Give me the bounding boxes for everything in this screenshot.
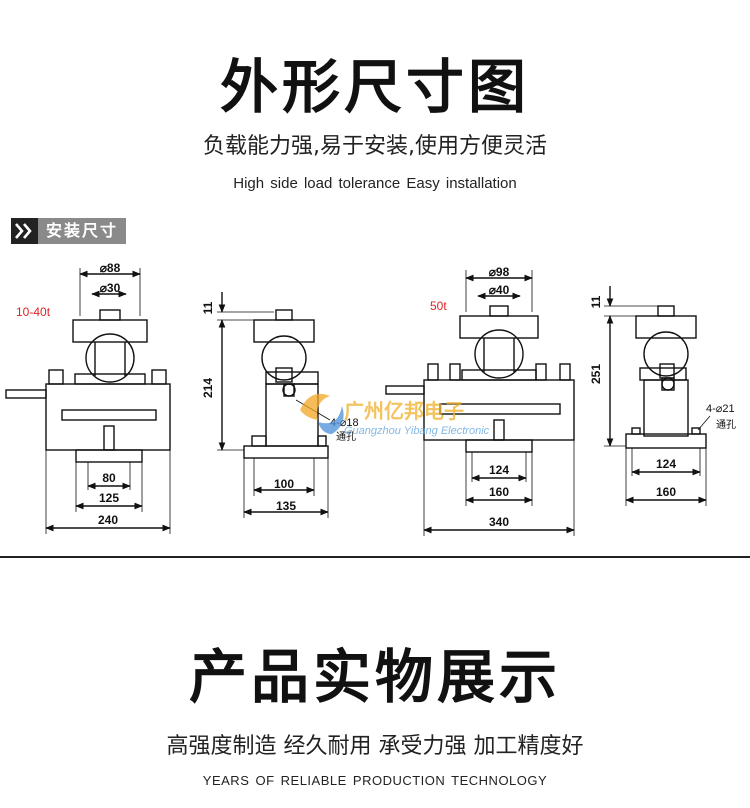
dim-right-w340: 340 (489, 515, 509, 529)
dim-left-w125: 125 (99, 491, 119, 505)
dim-left-w135: 135 (276, 499, 296, 513)
section-title-dimensions: 外形尺寸图 (219, 53, 530, 121)
range-label-right: 50t (430, 299, 447, 313)
dim-right-w124: 124 (489, 463, 509, 477)
install-size-tag: 安装尺寸 (11, 218, 127, 244)
watermark-en: Guangzhou Yibang Electronic (344, 425, 490, 437)
section-title-product: 产品实物展示 (188, 643, 561, 711)
dim-left-h11: 11 (201, 301, 215, 314)
dim-right-h11: 11 (589, 295, 603, 308)
dim-left-w80: 80 (102, 471, 116, 485)
right-front-view (385, 270, 575, 536)
watermark-cn: 广州亿邦电子 (344, 399, 464, 423)
range-label-left: 10-40t (16, 305, 51, 319)
dimension-drawing: 10-40t 50t ⌀88 (5, 261, 736, 536)
install-size-label: 安装尺寸 (38, 218, 127, 244)
dim-right-d-inner: ⌀40 (489, 283, 510, 297)
dim-right-w124: 124 (656, 457, 676, 471)
dim-left-w240: 240 (98, 513, 118, 527)
dim-right-h251: 251 (589, 364, 603, 384)
dim-left-hole-note: 通孔 (336, 431, 356, 443)
dim-left-w100: 100 (274, 477, 294, 491)
section-subtitle-product: 高强度制造 经久耐用 承受力强 加工精度好 (166, 734, 584, 759)
right-side-view (604, 286, 711, 506)
dim-left-d-inner: ⌀30 (100, 281, 121, 295)
section-subtitle-dimensions: 负载能力强,易于安装,使用方便灵活 (203, 134, 547, 159)
left-side-view (217, 292, 331, 518)
dim-right-w160: 160 (489, 485, 509, 499)
watermark: 广州亿邦电子 Guangzhou Yibang Electronic (300, 393, 490, 437)
dim-left-h214: 214 (201, 378, 215, 398)
dim-right-hole-note: 通孔 (716, 419, 736, 431)
double-chevron-icon (11, 218, 38, 244)
left-front-view (5, 268, 171, 534)
section-english-product: YEARS OF RELIABLE PRODUCTION TECHNOLOGY (202, 773, 548, 788)
section-english-dimensions: High side load tolerance Easy installati… (233, 175, 517, 192)
company-logo-icon (300, 393, 344, 434)
dim-right-hole: 4-⌀21 (706, 403, 735, 415)
dim-right-d-outer: ⌀98 (489, 265, 510, 279)
dim-right-w160: 160 (656, 485, 676, 499)
section-divider (0, 556, 750, 558)
dim-left-d-outer: ⌀88 (100, 261, 121, 275)
